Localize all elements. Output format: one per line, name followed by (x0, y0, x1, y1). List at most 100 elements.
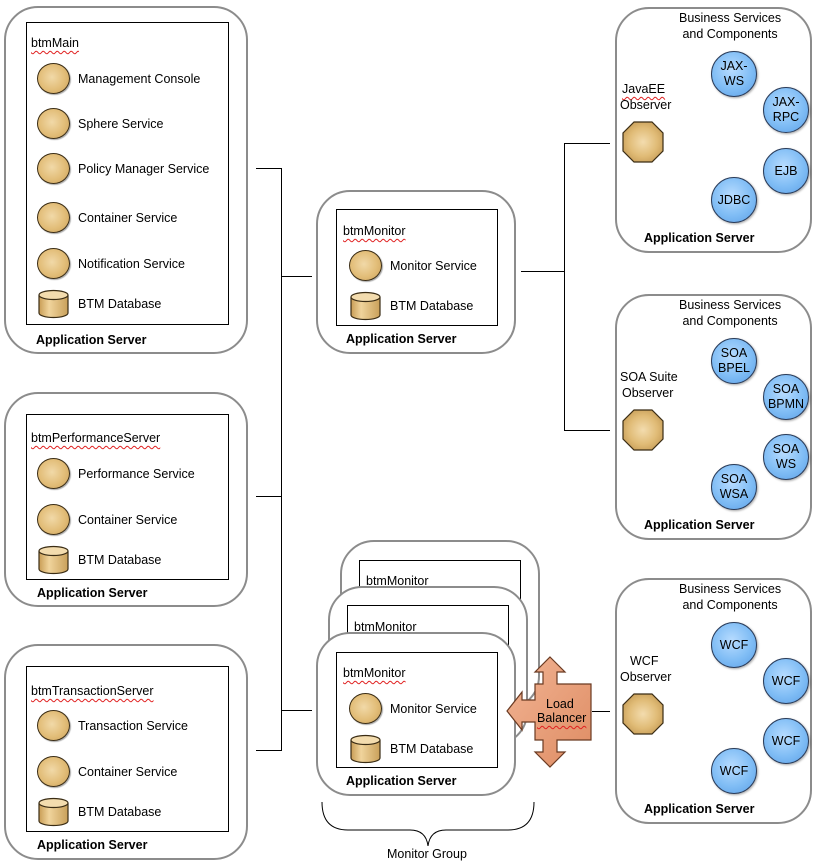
service-icon (37, 153, 70, 184)
component-circle[interactable]: EJB (763, 148, 809, 194)
app-server-btm-performance[interactable]: btmPerformanceServer Performance Service… (4, 392, 248, 607)
service-item[interactable]: Notification Service (37, 248, 185, 279)
server-label: Application Server (346, 332, 457, 346)
component-circle[interactable]: WCF (711, 748, 757, 794)
component-circle[interactable]: SOA WSA (711, 464, 757, 510)
service-label: Monitor Service (390, 701, 477, 716)
service-item[interactable]: Container Service (37, 504, 177, 535)
service-item[interactable]: Management Console (37, 63, 200, 94)
server-label: Application Server (37, 838, 148, 852)
load-balancer-icon[interactable] (505, 655, 595, 769)
app-server-javaee[interactable]: Business Services and Components JavaEE … (615, 7, 812, 253)
component-circle[interactable]: SOA BPEL (711, 338, 757, 384)
service-item[interactable]: Container Service (37, 202, 177, 233)
service-label: Container Service (78, 210, 178, 225)
service-label: Policy Manager Service (78, 161, 210, 176)
database-icon (350, 291, 381, 321)
service-item[interactable]: Sphere Service (37, 108, 163, 139)
component-circle[interactable]: WCF (711, 622, 757, 668)
service-icon (37, 63, 70, 94)
component-box-btm-transaction: btmTransactionServer Transaction Service… (26, 666, 229, 832)
load-balancer-label-line2: Balancer (537, 711, 587, 725)
service-item[interactable]: Container Service (37, 756, 177, 787)
database-icon (38, 797, 69, 827)
connector-monitor-right-h (521, 271, 565, 272)
service-label: Performance Service (78, 466, 195, 481)
server-label: Application Server (346, 774, 457, 788)
service-label: Container Service (78, 764, 178, 779)
database-icon (350, 734, 381, 764)
observer-label-line1: WCF (630, 654, 659, 668)
component-box-btm-monitor: btmMonitor Monitor Service BTM Database (336, 209, 498, 326)
component-circle[interactable]: WCF (763, 658, 809, 704)
service-label: Monitor Service (390, 258, 477, 273)
database-item[interactable]: BTM Database (37, 545, 161, 575)
monitor-group-brace (321, 801, 535, 847)
database-item[interactable]: BTM Database (349, 291, 473, 321)
database-label: BTM Database (78, 553, 162, 567)
service-icon (349, 693, 382, 724)
observer-label-line2: Observer (622, 386, 674, 400)
service-icon (37, 248, 70, 279)
server-label: Application Server (36, 333, 147, 347)
connector-lb-wcf-h (592, 711, 610, 712)
database-label: BTM Database (390, 299, 474, 313)
connector-javaee-h (564, 143, 610, 144)
component-title: btmMonitor (343, 666, 406, 680)
component-circle[interactable]: SOA BPMN (763, 374, 809, 420)
database-label: BTM Database (78, 297, 162, 311)
database-item[interactable]: BTM Database (349, 734, 473, 764)
app-server-btm-main[interactable]: btmMain Management Console Sphere Servic… (4, 6, 248, 354)
load-balancer-label-line1: Load (546, 697, 574, 711)
observer-octagon-icon[interactable] (622, 409, 664, 451)
service-item[interactable]: Monitor Service (349, 250, 477, 281)
service-item[interactable]: Transaction Service (37, 710, 188, 741)
app-server-btm-monitor[interactable]: btmMonitor Monitor Service BTM Database … (316, 190, 516, 354)
component-circle[interactable]: JAX- RPC (763, 87, 809, 133)
service-item[interactable]: Monitor Service (349, 693, 477, 724)
component-title: btmTransactionServer (31, 684, 154, 698)
app-server-soa-suite[interactable]: Business Services and Components SOA Sui… (615, 294, 812, 540)
database-item[interactable]: BTM Database (37, 797, 161, 827)
service-item[interactable]: Policy Manager Service (37, 153, 209, 184)
service-icon (349, 250, 382, 281)
service-icon (37, 202, 70, 233)
component-box-btm-performance: btmPerformanceServer Performance Service… (26, 414, 229, 580)
connector-soa-h (564, 430, 610, 431)
observer-label-line2: Observer (620, 98, 672, 112)
connector-monitor-h (281, 276, 312, 277)
monitor-group-front-server[interactable]: btmMonitor Monitor Service BTM Database … (316, 632, 516, 796)
observer-label-line1: JavaEE (622, 82, 666, 96)
connector-left-bus (281, 168, 282, 751)
component-title: btmMonitor (354, 620, 417, 634)
connector-performance-h (256, 496, 282, 497)
component-box-btm-main: btmMain Management Console Sphere Servic… (26, 22, 229, 325)
service-label: Notification Service (78, 256, 185, 271)
business-services-header: Business Services and Components (679, 298, 782, 328)
component-circle[interactable]: JAX- WS (711, 51, 757, 97)
database-icon (38, 289, 69, 319)
observer-label-line2: Observer (620, 670, 672, 684)
server-label: Application Server (644, 518, 755, 532)
app-server-wcf[interactable]: Business Services and Components WCF Obs… (615, 578, 812, 824)
database-item[interactable]: BTM Database (37, 289, 161, 319)
server-label: Application Server (644, 231, 755, 245)
service-item[interactable]: Performance Service (37, 458, 195, 489)
service-label: Management Console (78, 71, 201, 86)
component-title: btmMain (31, 36, 79, 50)
service-icon (37, 458, 70, 489)
component-circle[interactable]: WCF (763, 718, 809, 764)
service-icon (37, 504, 70, 535)
connector-main-h (256, 168, 282, 169)
component-title: btmMonitor (343, 224, 406, 238)
component-circle[interactable]: SOA WS (763, 434, 809, 480)
server-label: Application Server (37, 586, 148, 600)
database-icon (38, 545, 69, 575)
connector-transaction-h (256, 750, 282, 751)
observer-octagon-icon[interactable] (622, 693, 664, 735)
observer-octagon-icon[interactable] (622, 121, 664, 163)
app-server-btm-transaction[interactable]: btmTransactionServer Transaction Service… (4, 644, 248, 860)
service-label: Sphere Service (78, 116, 164, 131)
business-services-header: Business Services and Components (679, 582, 782, 612)
component-circle[interactable]: JDBC (711, 177, 757, 223)
